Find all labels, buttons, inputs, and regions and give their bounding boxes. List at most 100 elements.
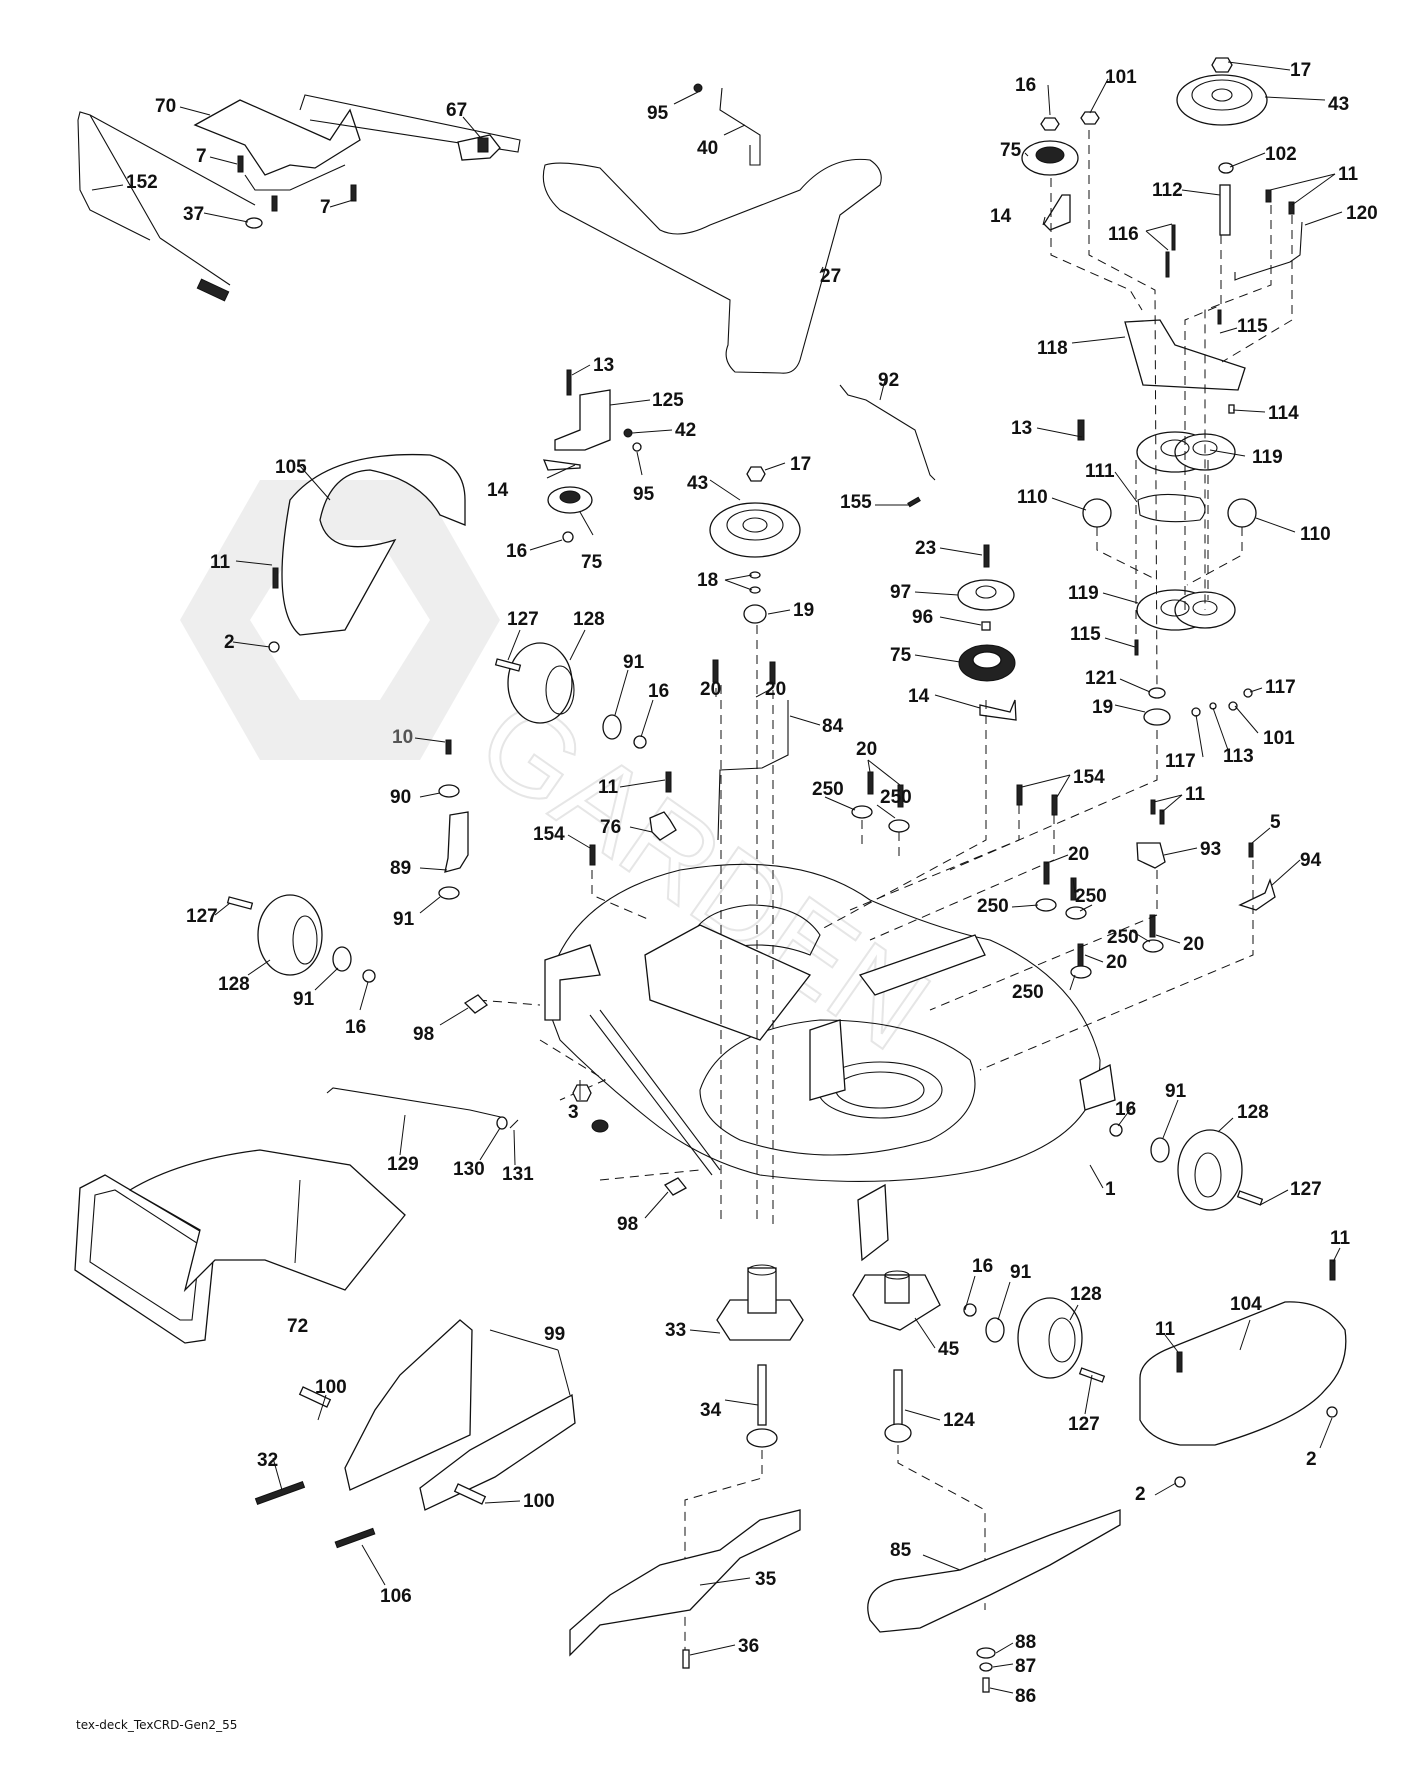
- callout-98[interactable]: 98: [413, 1024, 434, 1045]
- callout-20[interactable]: 20: [765, 679, 786, 700]
- part-100-bolt-b[interactable]: [453, 1483, 487, 1505]
- part-250-washer-e[interactable]: [1142, 939, 1164, 953]
- part-127-bolt-upper[interactable]: [494, 658, 522, 672]
- callout-102[interactable]: 102: [1265, 144, 1297, 165]
- part-115-pin[interactable]: [1134, 639, 1139, 656]
- callout-120[interactable]: 120: [1346, 203, 1378, 224]
- callout-11[interactable]: 11: [210, 552, 231, 573]
- callout-14[interactable]: 14: [487, 480, 509, 501]
- part-32-spring[interactable]: [254, 1480, 306, 1506]
- part-128-wheel-upper[interactable]: [507, 642, 575, 724]
- callout-92[interactable]: 92: [878, 370, 899, 391]
- callout-88[interactable]: 88: [1015, 1632, 1036, 1653]
- part-3-nut[interactable]: [572, 1084, 592, 1102]
- callout-75[interactable]: 75: [890, 645, 912, 666]
- part-5-bolt[interactable]: [1248, 842, 1254, 858]
- part-88-washer[interactable]: [976, 1647, 996, 1659]
- callout-2[interactable]: 2: [224, 632, 235, 653]
- callout-20[interactable]: 20: [700, 679, 721, 700]
- callout-125[interactable]: 125: [652, 390, 684, 411]
- part-20-bolt-c[interactable]: [867, 771, 874, 795]
- part-27-belt[interactable]: [542, 158, 882, 374]
- part-1-deck[interactable]: [544, 863, 1116, 1262]
- part-35-blade-left[interactable]: [569, 1509, 801, 1657]
- callout-37[interactable]: 37: [183, 204, 204, 225]
- callout-115[interactable]: 115: [1237, 316, 1268, 337]
- part-90-washer[interactable]: [438, 784, 460, 798]
- callout-20[interactable]: 20: [1068, 844, 1089, 865]
- part-127-bolt-right-upper[interactable]: [1236, 1190, 1264, 1206]
- callout-119[interactable]: 119: [1252, 447, 1283, 468]
- callout-1[interactable]: 1: [1105, 1179, 1116, 1200]
- callout-36[interactable]: 36: [738, 1636, 759, 1657]
- part-154-bolt-left[interactable]: [589, 844, 596, 866]
- callout-85[interactable]: 85: [890, 1540, 912, 1561]
- part-112-shaft[interactable]: [1218, 162, 1234, 236]
- callout-250[interactable]: 250: [812, 779, 844, 800]
- part-45-spindle-housing-right[interactable]: [852, 1270, 941, 1331]
- callout-11[interactable]: 11: [1330, 1228, 1351, 1249]
- callout-97[interactable]: 97: [890, 582, 911, 603]
- callout-91[interactable]: 91: [1165, 1081, 1187, 1102]
- callout-11[interactable]: 11: [1338, 164, 1359, 185]
- part-16-nut-left[interactable]: [562, 531, 574, 543]
- part-43-pulley-right[interactable]: [1176, 57, 1268, 126]
- part-14-bracket-centre[interactable]: [979, 699, 1017, 721]
- callout-84[interactable]: 84: [822, 716, 844, 737]
- part-11-bolt-76[interactable]: [665, 771, 672, 793]
- part-116-pins[interactable]: [1165, 224, 1176, 278]
- part-16-nut-left-wheel[interactable]: [362, 969, 376, 983]
- callout-98[interactable]: 98: [617, 1214, 638, 1235]
- part-99-arm-a[interactable]: [344, 1319, 473, 1491]
- part-75-idler-right[interactable]: [1021, 111, 1100, 176]
- callout-154[interactable]: 154: [533, 824, 565, 845]
- callout-32[interactable]: 32: [257, 1450, 278, 1471]
- callout-124[interactable]: 124: [943, 1410, 975, 1431]
- callout-117[interactable]: 117: [1165, 751, 1196, 772]
- callout-5[interactable]: 5: [1270, 812, 1281, 833]
- part-23-bolt[interactable]: [983, 544, 990, 568]
- callout-250[interactable]: 250: [880, 787, 912, 808]
- part-131-pin[interactable]: [509, 1119, 519, 1129]
- callout-115[interactable]: 115: [1070, 624, 1101, 645]
- part-2-nut-104a[interactable]: [1174, 1476, 1186, 1488]
- part-11-bolt-104b[interactable]: [1329, 1259, 1336, 1281]
- callout-250[interactable]: 250: [977, 896, 1009, 917]
- part-16-nut-upper[interactable]: [633, 735, 647, 749]
- part-100-bolt-a[interactable]: [298, 1386, 332, 1408]
- part-91-washer-left[interactable]: [332, 946, 352, 972]
- callout-118[interactable]: 118: [1037, 338, 1068, 359]
- callout-116[interactable]: 116: [1108, 224, 1139, 245]
- fastener-7-bolts[interactable]: [237, 155, 357, 212]
- callout-27[interactable]: 27: [820, 266, 841, 287]
- part-125-bracket[interactable]: [554, 389, 611, 451]
- part-152-cable[interactable]: [77, 111, 256, 302]
- callout-16[interactable]: 16: [1015, 75, 1036, 96]
- part-16-nut-right-upper[interactable]: [1109, 1123, 1123, 1137]
- part-3-bushing[interactable]: [591, 1119, 609, 1133]
- part-110-gear-right[interactable]: [1227, 498, 1257, 528]
- callout-110[interactable]: 110: [1017, 487, 1048, 508]
- callout-101[interactable]: 101: [1105, 67, 1137, 88]
- part-114-pin[interactable]: [1228, 404, 1235, 414]
- part-85-blade-right[interactable]: [867, 1509, 1121, 1633]
- part-110-gear-left[interactable]: [1082, 498, 1112, 528]
- callout-127[interactable]: 127: [1068, 1414, 1100, 1435]
- part-13-bolt-left[interactable]: [566, 369, 572, 396]
- callout-155[interactable]: 155: [840, 492, 872, 513]
- part-91-washer-bracket[interactable]: [438, 886, 460, 900]
- part-95-nut[interactable]: [632, 442, 642, 452]
- part-36-bolt[interactable]: [682, 1649, 690, 1669]
- part-84-rod[interactable]: [717, 700, 789, 841]
- part-97-cover[interactable]: [957, 579, 1015, 611]
- part-250-washer-a[interactable]: [851, 805, 873, 819]
- callout-100[interactable]: 100: [315, 1377, 347, 1398]
- callout-16[interactable]: 16: [648, 681, 669, 702]
- part-154-bolt-right-b[interactable]: [1051, 794, 1058, 816]
- callout-250[interactable]: 250: [1107, 927, 1139, 948]
- part-19-bearing-right[interactable]: [1143, 708, 1171, 726]
- callout-7[interactable]: 7: [320, 197, 331, 218]
- callout-16[interactable]: 16: [345, 1017, 366, 1038]
- part-129-rod[interactable]: [326, 1087, 506, 1119]
- part-33-spindle-housing-left[interactable]: [716, 1264, 804, 1341]
